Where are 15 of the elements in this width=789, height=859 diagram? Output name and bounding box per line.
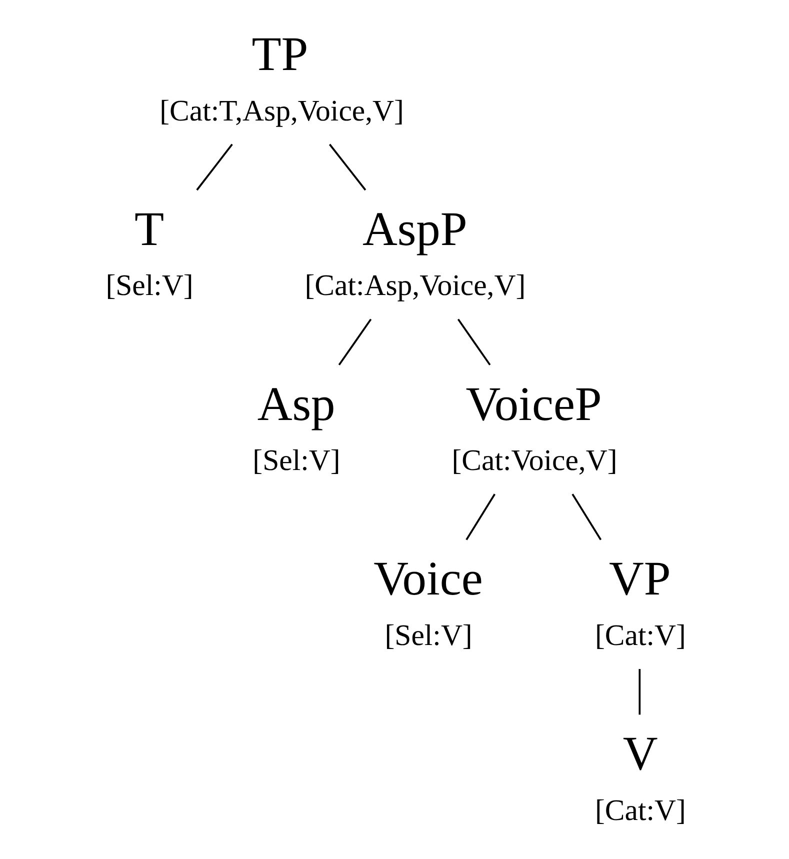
connector bbox=[638, 669, 640, 715]
node-text: AspP [Cat:Asp,Voice,V] bbox=[304, 202, 526, 302]
connector bbox=[196, 144, 232, 191]
node-text: V [Cat:V] bbox=[594, 728, 686, 827]
connector bbox=[456, 318, 490, 366]
node-text: TP [Cat:T,Asp,Voice,V] bbox=[159, 28, 404, 128]
connector bbox=[338, 318, 372, 366]
connector bbox=[465, 494, 496, 540]
node-text: VoiceP [Cat:Voice,V] bbox=[451, 378, 617, 478]
node-text: T [Sel:V] bbox=[105, 202, 193, 302]
connector bbox=[328, 144, 366, 191]
node-text: VP [Cat:V] bbox=[594, 552, 686, 652]
connector bbox=[571, 494, 602, 540]
node-text: Voice [Sel:V] bbox=[373, 552, 482, 652]
node-text: Asp [Sel:V] bbox=[252, 378, 340, 478]
